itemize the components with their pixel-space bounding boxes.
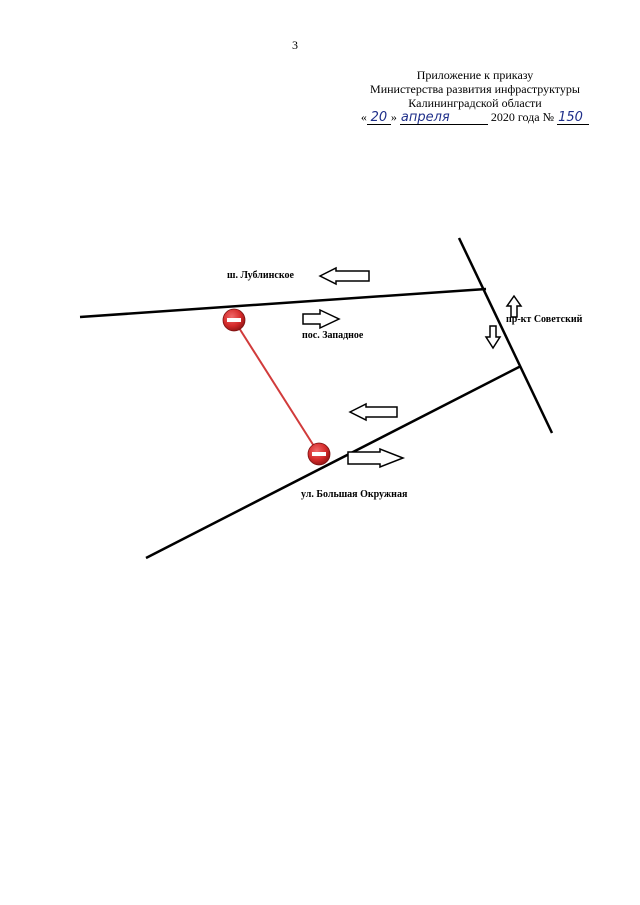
label-settlement-zapadnoe: пос. Западное: [302, 330, 364, 341]
quote-close: »: [390, 110, 397, 124]
header-line-2: Министерства развития инфраструктуры: [370, 82, 580, 96]
arrow-left-lublinskoe: [318, 266, 370, 286]
arrow-right-okruzhnaya: [347, 447, 406, 469]
no-entry-sign-icon: [307, 442, 331, 466]
label-road-lublinskoe: ш. Лублинское: [227, 270, 294, 281]
header-date-line: «20» апреля 2020 года № 150: [350, 110, 600, 125]
closure-line: [233, 319, 320, 455]
header-line-3: Калининградской области: [408, 96, 542, 110]
date-year: 2020 года №: [490, 110, 555, 124]
label-road-sovetsky: пр-кт Советский: [506, 314, 583, 325]
order-number: 150: [557, 111, 590, 125]
label-road-bolshaya-okruzhnaya: ул. Большая Окружная: [301, 489, 408, 500]
arrow-down-sovetsky: [484, 325, 502, 350]
date-month: апреля: [399, 111, 488, 125]
arrow-up-sovetsky: [505, 294, 523, 318]
date-day: 20: [366, 111, 391, 125]
arrow-left-okruzhnaya: [348, 402, 398, 422]
page-number: 3: [292, 38, 298, 52]
quote-open: «: [360, 110, 367, 124]
arrow-right-zapadnoe: [302, 308, 341, 330]
road-sovetsky: [457, 237, 554, 434]
road-lublinskoe: [79, 287, 487, 319]
road-bolshaya-okruzhnaya: [145, 364, 522, 560]
no-entry-sign-icon: [222, 308, 246, 332]
header-line-1: Приложение к приказу: [416, 68, 534, 82]
document-header: Приложение к приказу Министерства развит…: [350, 68, 600, 125]
